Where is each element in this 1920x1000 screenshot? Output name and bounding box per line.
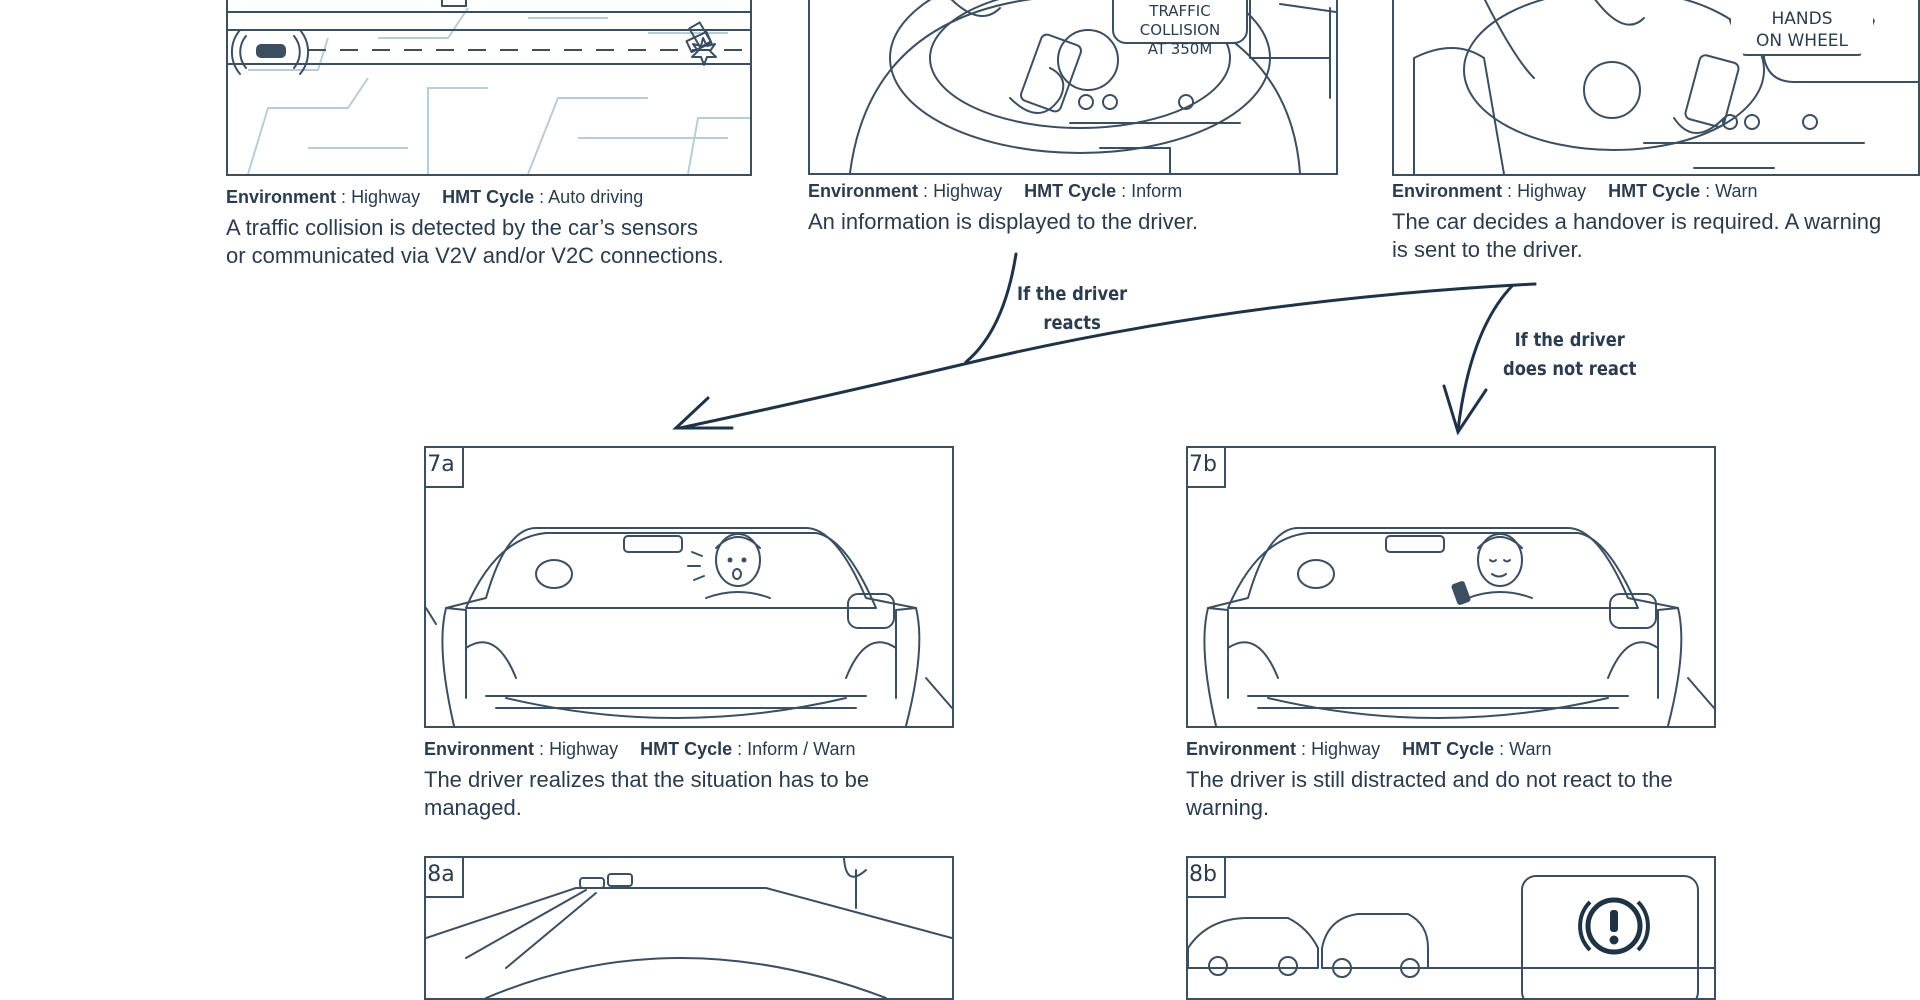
hands-on-wheel-callout: HANDS ON WHEEL xyxy=(1729,0,1875,56)
badge-8b: 8b xyxy=(1188,858,1226,898)
badge-7b: 7b xyxy=(1188,448,1226,488)
panel-highway-map xyxy=(226,0,752,176)
panel-7b: 7b xyxy=(1186,446,1716,728)
badge-7a: 7a xyxy=(426,448,464,488)
car-front-distracted-driver xyxy=(1203,527,1714,726)
distracted-driver-figure xyxy=(1451,533,1533,605)
collision-callout: TRAFFIC COLLISION AT 350M xyxy=(1112,0,1248,58)
panel-warn-cockpit: HANDS ON WHEEL xyxy=(1392,0,1920,176)
desc-7b: The driver is still distracted and do no… xyxy=(1186,767,1673,820)
road-view-from-cockpit xyxy=(426,858,952,998)
phone-icon xyxy=(1451,581,1471,605)
alert-driver-figure xyxy=(687,533,771,599)
desc-top-left: A traffic collision is detected by the c… xyxy=(226,215,724,268)
label-if-not-reacts: If the driver does not react xyxy=(1503,329,1637,380)
desc-top-right: The car decides a handover is required. … xyxy=(1392,209,1882,262)
desc-top-mid: An information is displayed to the drive… xyxy=(808,209,1199,234)
desc-7a: The driver realizes that the situation h… xyxy=(424,767,870,820)
panel-8a: 8a xyxy=(424,856,954,1000)
badge-8a: 8a xyxy=(426,858,464,898)
exclamation-alert-icon xyxy=(1576,888,1652,964)
car-icon xyxy=(230,29,310,75)
panel-8b: 8b xyxy=(1186,856,1716,1000)
cockpit-phone-illustration xyxy=(849,0,1336,173)
car-front-alert-driver xyxy=(426,527,952,726)
highway-map-illustration xyxy=(228,0,750,174)
label-if-reacts: If the driver reacts xyxy=(1017,283,1128,334)
panel-7a: 7a xyxy=(424,446,954,728)
panel-inform-cockpit: TRAFFIC COLLISION AT 350M xyxy=(808,0,1338,175)
collision-icon xyxy=(685,21,717,66)
cockpit-warning-illustration xyxy=(1413,0,1918,174)
